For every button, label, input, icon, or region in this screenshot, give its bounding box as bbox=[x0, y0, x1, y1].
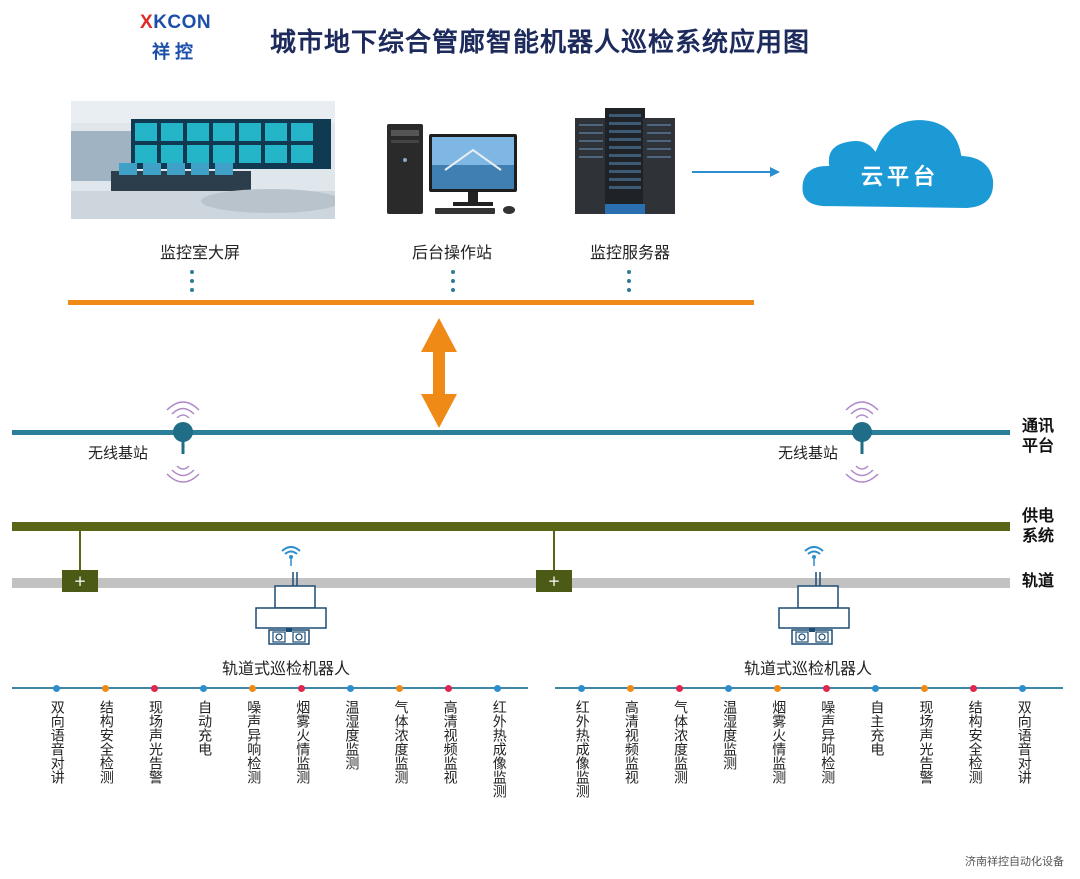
power-drop-line bbox=[553, 531, 555, 571]
feature-dot bbox=[872, 685, 880, 692]
feature-item: 噪声异响检测 bbox=[240, 685, 264, 784]
arrow-right-icon bbox=[692, 164, 782, 178]
dotted-connector bbox=[190, 270, 194, 297]
device-label-workstation: 后台操作站 bbox=[411, 243, 492, 262]
brand-logo: XKCON bbox=[140, 12, 212, 33]
feature-dot bbox=[494, 685, 502, 692]
feature-dot bbox=[199, 685, 207, 692]
feature-dot bbox=[347, 685, 355, 692]
feature-text: 自动充电 bbox=[196, 700, 213, 756]
feature-text: 现场声光告警 bbox=[146, 700, 163, 784]
footer-company: 济南祥控自动化设备 bbox=[965, 855, 1064, 868]
feature-dot bbox=[724, 685, 732, 692]
brand-logo-cn: 祥控 bbox=[152, 42, 198, 63]
device-label-monitor-room: 监控室大屏 bbox=[159, 243, 240, 262]
feature-item: 双向语音对讲 bbox=[44, 685, 68, 784]
rail-robot-icon bbox=[253, 546, 329, 646]
feature-dot bbox=[577, 685, 585, 692]
page-title: 城市地下综合管廊智能机器人巡检系统应用图 bbox=[270, 28, 811, 58]
feature-item: 烟雾火情监测 bbox=[765, 685, 789, 784]
rail-robot-icon bbox=[776, 546, 852, 646]
layer-label-rail: 轨道 bbox=[1022, 571, 1055, 590]
feature-dot bbox=[150, 685, 158, 692]
feature-dot bbox=[298, 685, 305, 692]
feature-text: 温湿度监测 bbox=[343, 700, 360, 770]
feature-dot bbox=[921, 685, 929, 692]
feature-item: 高清视频监视 bbox=[618, 685, 642, 784]
feature-text: 噪声异响检测 bbox=[245, 700, 262, 784]
feature-text: 现场声光告警 bbox=[917, 700, 934, 784]
feature-text: 温湿度监测 bbox=[721, 700, 738, 770]
feature-text: 高清视频监视 bbox=[441, 700, 458, 784]
robot-label-right: 轨道式巡检机器人 bbox=[744, 659, 873, 678]
ethernet-bus-line bbox=[68, 300, 754, 305]
feature-item: 双向语音对讲 bbox=[1011, 685, 1035, 784]
charging-station-icon: + bbox=[536, 570, 572, 592]
power-drop-line bbox=[79, 531, 81, 571]
feature-item: 自主充电 bbox=[864, 685, 888, 756]
feature-item: 结构安全检测 bbox=[962, 685, 986, 784]
feature-dot bbox=[101, 685, 109, 692]
wireless-base-station-icon bbox=[158, 392, 208, 492]
feature-dot bbox=[773, 685, 781, 692]
feature-item: 结构安全检测 bbox=[93, 685, 117, 784]
feature-item: 现场声光告警 bbox=[913, 685, 937, 784]
feature-item: 红外热成像监测 bbox=[569, 685, 593, 798]
feature-dot bbox=[626, 685, 634, 692]
feature-dot bbox=[52, 685, 60, 692]
server-rack-icon bbox=[575, 108, 675, 218]
feature-item: 气体浓度监测 bbox=[388, 685, 412, 784]
feature-text: 结构安全检测 bbox=[97, 700, 114, 784]
feature-item: 红外热成像监测 bbox=[486, 685, 510, 798]
feature-text: 结构安全检测 bbox=[966, 700, 983, 784]
feature-text: 气体浓度监测 bbox=[671, 700, 688, 784]
feature-item: 噪声异响检测 bbox=[815, 685, 839, 784]
desktop-computer-icon bbox=[385, 120, 525, 220]
bidirectional-arrow-icon bbox=[421, 318, 457, 428]
feature-text: 噪声异响检测 bbox=[819, 700, 836, 784]
device-label-server: 监控服务器 bbox=[589, 243, 670, 262]
feature-line-right bbox=[555, 687, 1063, 689]
feature-item: 自动充电 bbox=[191, 685, 215, 756]
feature-item: 现场声光告警 bbox=[142, 685, 166, 784]
charging-station-icon: + bbox=[62, 570, 98, 592]
feature-text: 烟雾火情监测 bbox=[770, 700, 787, 784]
layer-label-power: 供电系统 bbox=[1022, 506, 1055, 545]
base-station-label-left: 无线基站 bbox=[88, 444, 149, 462]
feature-item: 高清视频监视 bbox=[437, 685, 461, 784]
base-station-label-right: 无线基站 bbox=[778, 444, 839, 462]
feature-dot bbox=[396, 685, 404, 692]
monitor-room-image bbox=[71, 101, 335, 219]
feature-item: 烟雾火情监测 bbox=[290, 685, 314, 784]
feature-dot bbox=[1019, 685, 1027, 692]
feature-text: 红外热成像监测 bbox=[573, 700, 590, 798]
feature-text: 高清视频监视 bbox=[622, 700, 639, 784]
layer-label-comm: 通讯平台 bbox=[1022, 416, 1055, 455]
robot-label-left: 轨道式巡检机器人 bbox=[222, 659, 351, 678]
feature-text: 烟雾火情监测 bbox=[294, 700, 311, 784]
dotted-connector bbox=[627, 270, 631, 297]
cloud-icon bbox=[795, 108, 1000, 218]
feature-text: 双向语音对讲 bbox=[1015, 700, 1032, 784]
power-supply-line bbox=[12, 522, 1010, 531]
dotted-connector bbox=[451, 270, 455, 297]
feature-dot bbox=[823, 685, 830, 692]
feature-dot bbox=[445, 685, 453, 692]
feature-text: 气体浓度监测 bbox=[392, 700, 409, 784]
feature-item: 温湿度监测 bbox=[716, 685, 740, 770]
feature-text: 自主充电 bbox=[868, 700, 885, 756]
feature-text: 红外热成像监测 bbox=[490, 700, 507, 798]
feature-dot bbox=[970, 685, 978, 692]
track-rail bbox=[12, 578, 1010, 588]
feature-dot bbox=[248, 685, 256, 692]
feature-item: 温湿度监测 bbox=[339, 685, 363, 770]
feature-text: 双向语音对讲 bbox=[48, 700, 65, 784]
feature-item: 气体浓度监测 bbox=[667, 685, 691, 784]
feature-dot bbox=[675, 685, 683, 692]
feature-line-left bbox=[12, 687, 528, 689]
wireless-base-station-icon bbox=[837, 392, 887, 492]
cloud-label: 云平台 bbox=[860, 164, 939, 190]
comm-platform-line bbox=[12, 430, 1010, 435]
